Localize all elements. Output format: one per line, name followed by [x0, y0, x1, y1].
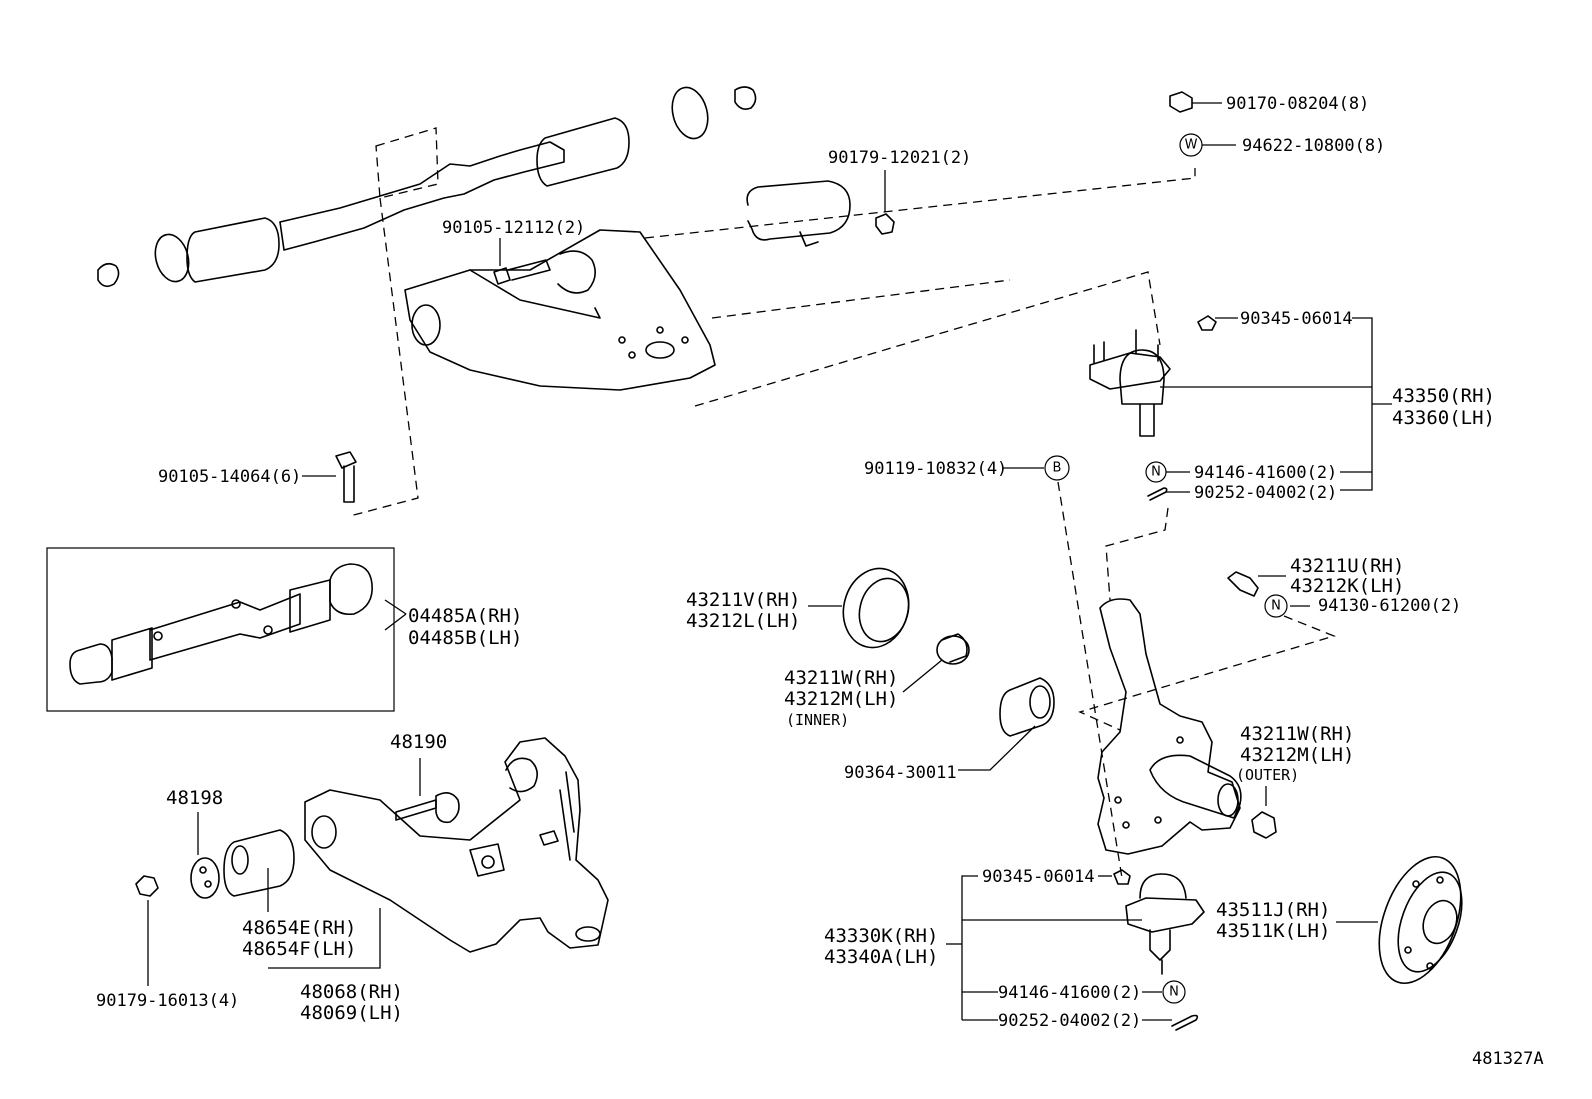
callout-43211w-inner: 43211W(RH)	[784, 667, 898, 689]
callout-outer: (OUTER)	[1236, 766, 1299, 784]
washer-symbol-text: W	[1185, 138, 1198, 153]
callout-48190: 48190	[390, 731, 447, 753]
nut-90170-08204	[1169, 91, 1193, 113]
upper-control-arm	[404, 180, 851, 391]
callout-43350: 43350(RH)	[1392, 385, 1495, 407]
callout-43212k: 43212K(LH)	[1290, 575, 1404, 597]
steering-knuckle	[1097, 598, 1242, 855]
callout-94146-41600-top: 94146-41600(2)	[1194, 463, 1337, 483]
nut-90179-16013	[135, 875, 159, 897]
callout-90105-12112: 90105-12112(2)	[442, 218, 585, 238]
bearing-outer	[1251, 811, 1277, 839]
callout-43212m-inner: 43212M(LH)	[784, 688, 898, 710]
upper-arm-shaft-kit	[69, 563, 407, 685]
callout-90119-10832: 90119-10832(4)	[864, 459, 1007, 479]
callout-04485b: 04485B(LH)	[408, 627, 522, 649]
bolt-symbol-text: B	[1053, 461, 1062, 476]
callout-43211v: 43211V(RH)	[686, 589, 800, 611]
callout-90252-04002-bottom: 90252-04002(2)	[998, 1011, 1141, 1031]
lower-ball-joint	[1113, 869, 1205, 975]
nut-symbol-n-bottom: N	[1162, 980, 1186, 1004]
callout-90179-16013: 90179-16013(4)	[96, 991, 239, 1011]
callout-43330k: 43330K(RH)	[824, 925, 938, 947]
upper-arm-shaft-assembly	[97, 86, 757, 288]
callout-94130-61200: 94130-61200(2)	[1318, 596, 1461, 616]
callout-90345-06014-top: 90345-06014	[1240, 309, 1353, 329]
callout-94146-41600-bottom: 94146-41600(2)	[998, 983, 1141, 1003]
bolt-48190	[395, 792, 460, 824]
nut-symbol-n-top: N	[1145, 461, 1167, 483]
callout-90345-06014-bottom: 90345-06014	[982, 867, 1095, 887]
nut-symbol-text: N	[1271, 599, 1281, 614]
cotter-pin-top	[1147, 487, 1168, 501]
upper-ball-joint	[1089, 315, 1217, 437]
bolt-90105-14064	[335, 451, 357, 503]
oil-seal-43211v	[842, 567, 910, 649]
callout-90364-30011: 90364-30011	[844, 763, 957, 783]
washer-symbol-w: W	[1179, 133, 1203, 157]
callout-04485a: 04485A(RH)	[408, 605, 522, 627]
cotter-pin-bottom	[1171, 1014, 1199, 1031]
callout-90179-12021: 90179-12021(2)	[828, 148, 971, 168]
callout-90170-08204: 90170-08204(8)	[1226, 94, 1369, 114]
nut-symbol-text: N	[1151, 465, 1161, 480]
stud-43211u	[1227, 571, 1259, 597]
lower-control-arm	[304, 737, 609, 953]
assembly-box	[46, 547, 395, 712]
callout-90252-04002-top: 90252-04002(2)	[1194, 483, 1337, 503]
callout-43212m-outer: 43212M(LH)	[1240, 744, 1354, 766]
callout-43340a: 43340A(LH)	[824, 946, 938, 968]
callout-48069: 48069(LH)	[300, 1002, 403, 1024]
callout-48068: 48068(RH)	[300, 981, 403, 1003]
bolt-symbol-b: B	[1044, 455, 1070, 481]
callout-48654f: 48654F(LH)	[242, 938, 356, 960]
callout-43212l: 43212L(LH)	[686, 610, 800, 632]
nut-90179-12021	[875, 213, 895, 235]
callout-43211w-outer: 43211W(RH)	[1240, 723, 1354, 745]
diagram-id: 481327A	[1472, 1049, 1544, 1069]
callout-48198: 48198	[166, 787, 223, 809]
callout-43511k: 43511K(LH)	[1216, 920, 1330, 942]
callout-43511j: 43511J(RH)	[1216, 899, 1330, 921]
dust-cover-43511	[1378, 855, 1463, 985]
callout-48654e: 48654E(RH)	[242, 917, 356, 939]
callout-inner: (INNER)	[786, 711, 849, 729]
callout-43211u: 43211U(RH)	[1290, 555, 1404, 577]
callout-90105-14064: 90105-14064(6)	[158, 467, 301, 487]
callout-43360: 43360(LH)	[1392, 407, 1495, 429]
callout-94622-10800: 94622-10800(8)	[1242, 136, 1385, 156]
bolt-90105-12112	[493, 259, 551, 285]
nut-symbol-n-mid: N	[1264, 594, 1288, 618]
washer-48198	[190, 857, 220, 899]
bearing-90364	[999, 677, 1055, 737]
bearing-inner	[936, 633, 970, 665]
bushing-48654	[223, 829, 295, 897]
nut-symbol-text: N	[1169, 985, 1179, 1000]
